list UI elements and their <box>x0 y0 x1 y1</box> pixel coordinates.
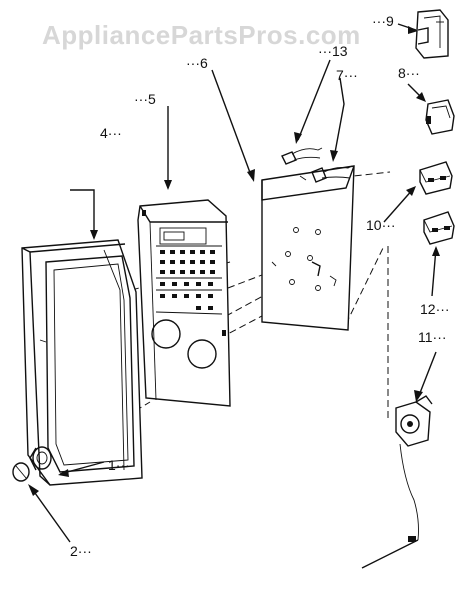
part-label-8: 8··· <box>398 65 420 81</box>
part-label-9: ···9 <box>372 13 394 29</box>
part-label-1: 1··· <box>108 457 130 473</box>
part-labels: 4··· ···5 ···6 7··· 8··· ···9 ···13 10··… <box>70 13 450 559</box>
part-label-5: ···5 <box>134 91 156 107</box>
part-label-13: ···13 <box>318 43 348 59</box>
part-label-7: 7··· <box>336 67 358 83</box>
knob-assembly <box>12 446 52 482</box>
keypad-buttons <box>160 250 215 310</box>
watermark: AppliancePartsPros.com <box>42 20 361 50</box>
timer-motor <box>361 395 433 569</box>
part-label-10: 11··· <box>418 329 447 345</box>
relay-switch-parts <box>415 9 455 245</box>
door-frame <box>21 239 143 486</box>
part-label-4: 4··· <box>100 125 122 141</box>
part-label-6: ···6 <box>186 55 208 71</box>
part-label-12: 12··· <box>420 301 450 317</box>
part-label-2: 2··· <box>70 543 92 559</box>
control-panel <box>137 199 231 407</box>
leader-arrows <box>28 23 440 543</box>
wire-connectors <box>281 147 353 183</box>
part-label-11: 10··· <box>366 217 396 233</box>
circuit-board <box>261 165 355 331</box>
